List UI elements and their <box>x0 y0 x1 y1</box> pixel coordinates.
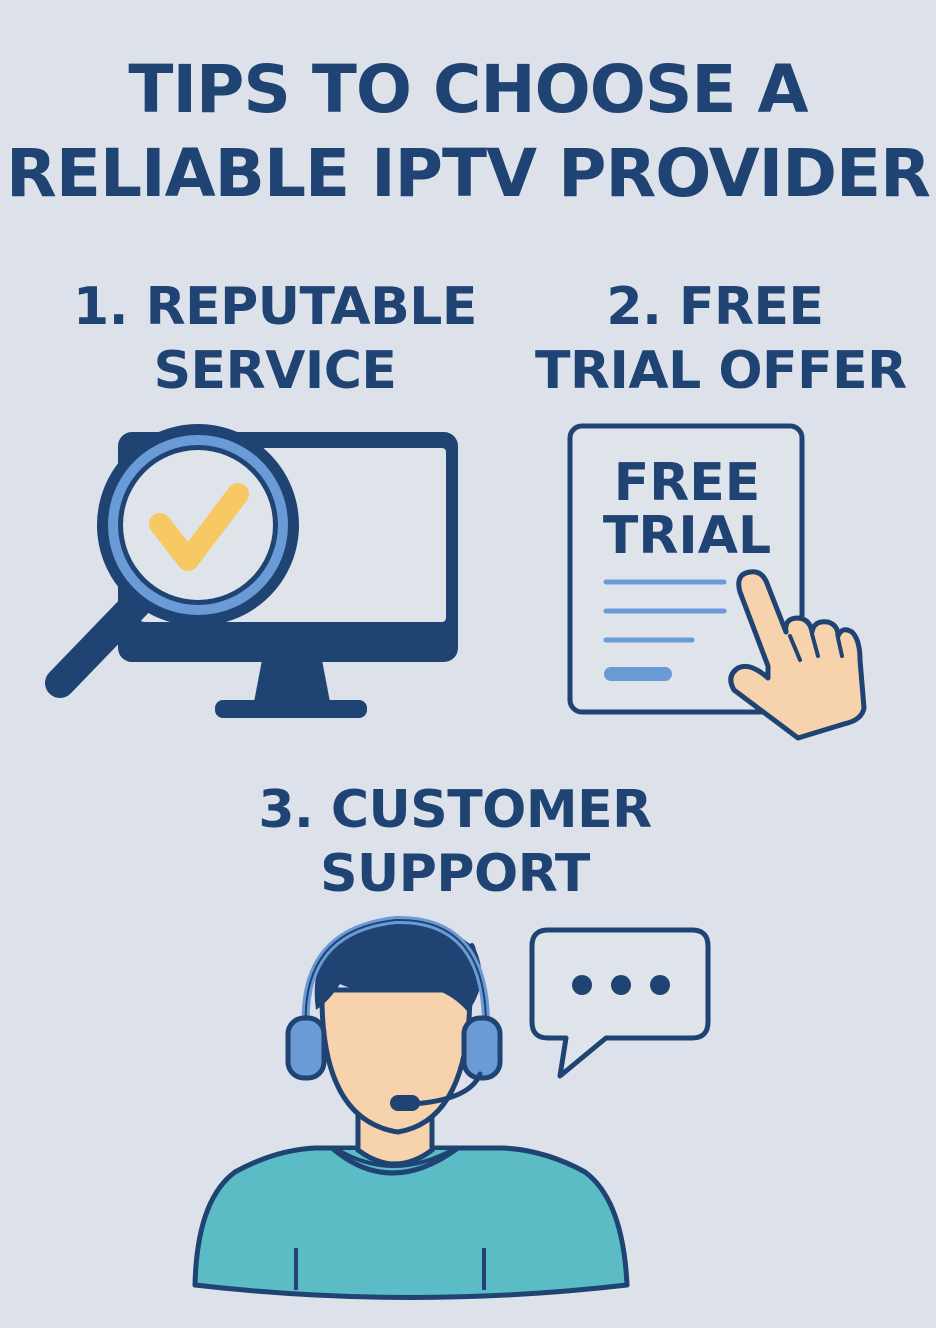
monitor-magnifier-check-icon <box>45 424 458 718</box>
tip-1-heading: 1. REPUTABLE SERVICE <box>40 275 510 403</box>
support-agent-headset-icon <box>192 915 630 1300</box>
tip-3-heading: 3. CUSTOMER SUPPORT <box>200 778 710 906</box>
title-line-2: RELIABLE IPTV PROVIDER <box>6 135 931 212</box>
tip-2-line-2: TRIAL OFFER <box>535 341 907 401</box>
document-trial-text: TRIAL <box>603 506 771 566</box>
tip-3-line-2: SUPPORT <box>320 844 590 904</box>
tip-1-line-2: SERVICE <box>153 341 397 401</box>
tip-3-line-1: 3. CUSTOMER <box>258 780 652 840</box>
tip-1-line-1: 1. REPUTABLE <box>73 277 477 337</box>
chat-bubble-ellipsis-icon <box>529 927 711 1079</box>
page-title: TIPS TO CHOOSE A RELIABLE IPTV PROVIDER <box>0 48 936 216</box>
title-line-1: TIPS TO CHOOSE A <box>128 51 808 128</box>
pointing-hand-icon <box>728 569 867 741</box>
tip-2-heading: 2. FREE TRIAL OFFER <box>535 275 907 403</box>
free-trial-document-icon: FREE TRIAL <box>567 423 867 741</box>
document-free-text: FREE <box>614 453 761 513</box>
tip-2-line-1: 2. FREE <box>606 277 824 337</box>
